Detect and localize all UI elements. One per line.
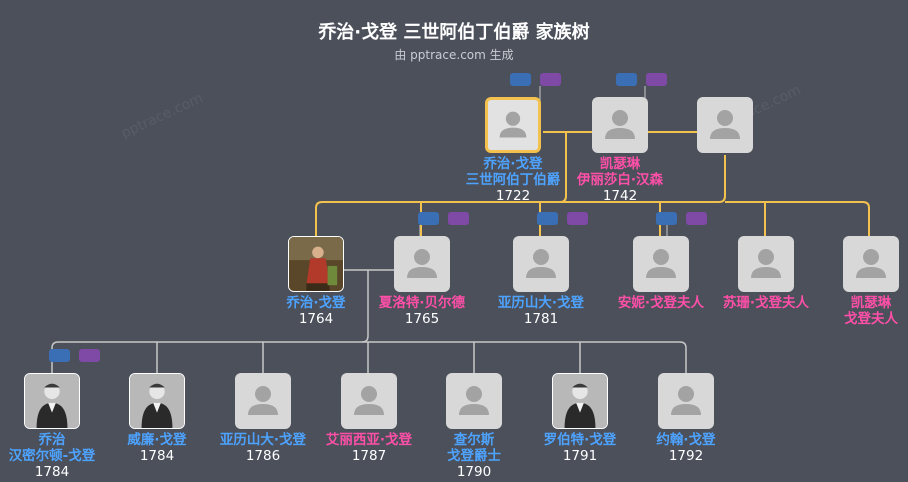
person-label[interactable]: 凯瑟琳戈登夫人 [801,295,908,327]
person-name: 凯瑟琳 [850,295,892,311]
avatar-icon [605,110,635,139]
person-card[interactable] [697,97,753,153]
person-name: 三世阿伯丁伯爵 [465,172,561,188]
person-name: 亚历山大·戈登 [497,295,585,311]
avatar-icon [671,386,701,415]
birth-year: 1786 [245,448,281,464]
person-name: 戈登爵士 [447,448,501,464]
badge-female[interactable] [686,212,707,225]
avatar-icon [646,249,676,278]
badge-female[interactable] [448,212,469,225]
birth-year: 1787 [351,448,387,464]
person-card[interactable] [288,236,344,292]
person-name: 苏珊·戈登夫人 [722,295,810,311]
avatar-icon [499,111,527,138]
badge-male[interactable] [510,73,531,86]
person-name: 汉密尔顿-戈登 [8,448,96,464]
badge-male[interactable] [537,212,558,225]
birth-year: 1792 [668,448,704,464]
badge-male[interactable] [49,349,70,362]
person-label[interactable]: 苏珊·戈登夫人 [696,295,836,311]
birth-year: 1765 [404,311,440,327]
avatar-icon [459,386,489,415]
person-card[interactable] [24,373,80,429]
person-name: 罗伯特·戈登 [543,432,617,448]
person-card[interactable] [843,236,899,292]
birth-year: 1790 [456,464,492,480]
badge-female[interactable] [540,73,561,86]
page-title: 乔治·戈登 三世阿伯丁伯爵 家族树 [318,22,590,43]
person-card[interactable] [658,373,714,429]
person-card[interactable] [592,97,648,153]
avatar-icon [751,249,781,278]
birth-year: 1764 [298,311,334,327]
person-card[interactable] [129,373,185,429]
badge-female[interactable] [567,212,588,225]
birth-year: 1791 [562,448,598,464]
descent-links-gen3 [51,270,687,373]
person-name: 凯瑟琳 [599,156,641,172]
badge-female[interactable] [79,349,100,362]
portrait-image [130,374,184,428]
person-name: 乔治 [38,432,66,448]
person-card[interactable] [446,373,502,429]
person-name: 威廉·戈登 [127,432,187,448]
person-name: 戈登夫人 [844,311,898,327]
avatar-icon [407,249,437,278]
badge-male[interactable] [616,73,637,86]
badge-male[interactable] [418,212,439,225]
birth-year: 1722 [495,188,531,204]
birth-year: 1781 [523,311,559,327]
person-name: 乔治·戈登 [286,295,346,311]
person-name: 亚历山大·戈登 [219,432,307,448]
person-card[interactable] [485,97,541,153]
avatar-icon [710,110,740,139]
birth-year: 1784 [139,448,175,464]
person-label[interactable]: 安妮·戈登夫人 [591,295,731,311]
birth-year: 1784 [34,464,70,480]
person-name: 伊丽莎白·汉森 [576,172,664,188]
person-name: 查尔斯 [453,432,495,448]
person-card[interactable] [341,373,397,429]
person-card[interactable] [394,236,450,292]
portrait-image [25,374,79,428]
person-name: 乔治·戈登 [483,156,543,172]
avatar-icon [248,386,278,415]
person-card[interactable] [738,236,794,292]
descent-links-gen2-b [566,155,870,236]
person-card[interactable] [633,236,689,292]
avatar-icon [354,386,384,415]
badge-female[interactable] [646,73,667,86]
person-card[interactable] [513,236,569,292]
birth-year: 1742 [602,188,638,204]
page-subtitle: 由 pptrace.com 生成 [394,48,514,62]
avatar-icon [526,249,556,278]
person-card[interactable] [235,373,291,429]
avatar-icon [856,249,886,278]
person-name: 艾丽西亚·戈登 [325,432,413,448]
person-name: 安妮·戈登夫人 [617,295,705,311]
person-name: 约翰·戈登 [656,432,716,448]
portrait-image [289,237,343,291]
person-name: 夏洛特·贝尔德 [378,295,466,311]
person-card[interactable] [552,373,608,429]
badge-male[interactable] [656,212,677,225]
portrait-image [553,374,607,428]
